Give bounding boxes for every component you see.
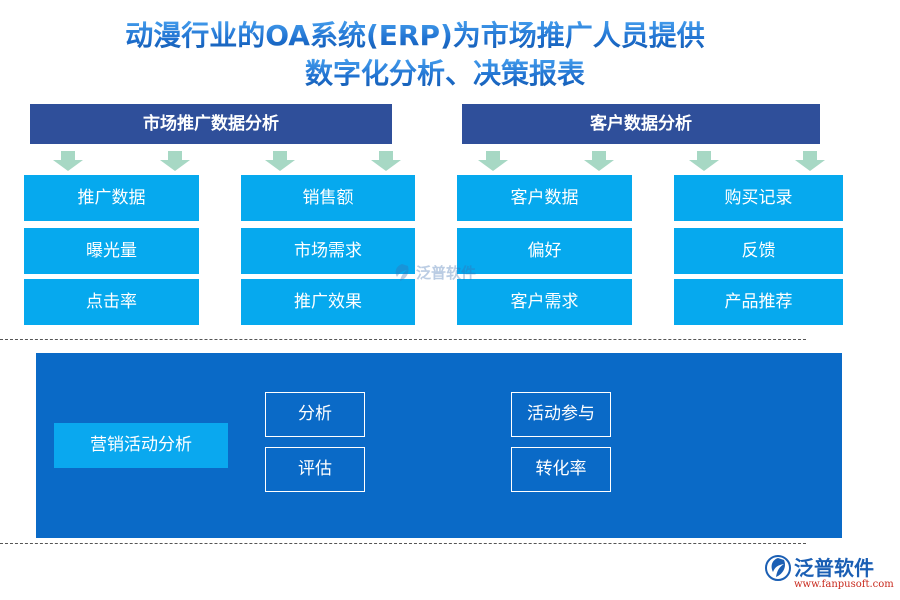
cell-feedback: 反馈	[674, 228, 843, 274]
arrow-down-icon	[160, 151, 190, 171]
box-analysis: 分析	[265, 392, 365, 437]
box-conversion-rate: 转化率	[511, 447, 611, 492]
fanpu-logo-icon	[395, 263, 409, 281]
title-line-1: 动漫行业的OA系统(ERP)为市场推广人员提供	[0, 18, 830, 54]
divider-dashed-top	[0, 339, 806, 340]
cell-purchase-records: 购买记录	[674, 175, 843, 221]
arrow-down-icon	[371, 151, 401, 171]
arrow-down-icon	[689, 151, 719, 171]
arrow-down-icon	[795, 151, 825, 171]
watermark: 泛普软件	[392, 262, 476, 283]
header-customer-analysis: 客户数据分析	[462, 104, 820, 144]
cell-product-recommendation: 产品推荐	[674, 279, 843, 325]
box-activity-participation: 活动参与	[511, 392, 611, 437]
fanpu-logo-icon	[765, 555, 791, 581]
brand-name: 泛普软件	[794, 556, 874, 580]
title-line-2: 数字化分析、决策报表	[30, 56, 860, 92]
arrow-down-icon	[478, 151, 508, 171]
box-evaluation: 评估	[265, 447, 365, 492]
cell-customer-data: 客户数据	[457, 175, 632, 221]
cell-exposure: 曝光量	[24, 228, 199, 274]
brand-url: www.fanpusoft.com	[794, 579, 894, 590]
marketing-analysis-label: 营销活动分析	[54, 423, 228, 468]
arrow-down-icon	[265, 151, 295, 171]
header-market-analysis: 市场推广数据分析	[30, 104, 392, 144]
cell-promotion-effect: 推广效果	[241, 279, 415, 325]
cell-market-demand: 市场需求	[241, 228, 415, 274]
cell-customer-demand: 客户需求	[457, 279, 632, 325]
cell-promotion-data: 推广数据	[24, 175, 199, 221]
watermark-text: 泛普软件	[416, 264, 477, 282]
arrow-down-icon	[53, 151, 83, 171]
arrow-down-icon	[584, 151, 614, 171]
cell-preference: 偏好	[457, 228, 632, 274]
divider-dashed-bottom	[0, 543, 806, 544]
cell-click-rate: 点击率	[24, 279, 199, 325]
brand-logo: 泛普软件 www.fanpusoft.com	[760, 552, 895, 596]
cell-sales: 销售额	[241, 175, 415, 221]
